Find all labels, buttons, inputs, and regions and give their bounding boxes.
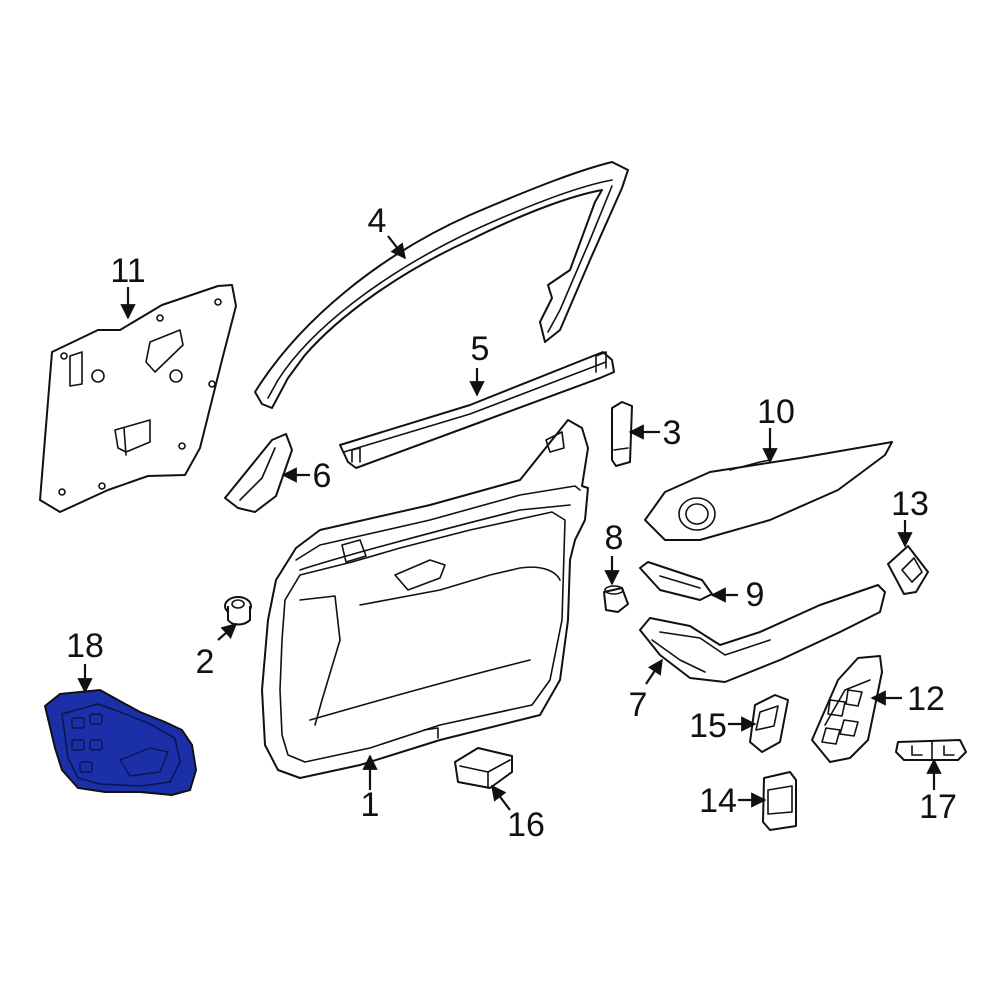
part-18-seat-switch[interactable] — [43, 688, 198, 797]
part-9-handle-bezel[interactable] — [639, 561, 713, 601]
part-15-switch[interactable] — [749, 694, 789, 753]
part-8-grommet[interactable] — [603, 585, 629, 613]
callout-5: 5 — [471, 330, 490, 368]
callout-11: 11 — [110, 252, 145, 290]
callout-labels: 11 4 5 3 6 10 13 8 9 7 12 15 14 17 16 1 … — [66, 202, 957, 844]
part-16-pocket[interactable] — [454, 747, 513, 789]
part-17-switch-strip[interactable] — [895, 739, 967, 761]
callout-18: 18 — [66, 627, 104, 665]
part-6-mirror-trim[interactable] — [224, 433, 293, 513]
callout-15: 15 — [689, 707, 727, 745]
part-5-beltline-molding[interactable] — [339, 351, 615, 469]
part-13-switch[interactable] — [887, 545, 929, 595]
callout-4: 4 — [368, 202, 387, 240]
callout-10: 10 — [757, 393, 795, 431]
callout-12: 12 — [907, 680, 945, 718]
part-10-upper-trim[interactable] — [644, 441, 893, 541]
callout-7: 7 — [629, 686, 648, 724]
callout-17: 17 — [919, 788, 957, 826]
callout-3: 3 — [663, 414, 682, 452]
part-11-door-insulator[interactable] — [39, 284, 237, 513]
part-3-trim-piece[interactable] — [611, 401, 633, 467]
callout-1: 1 — [361, 786, 380, 824]
callout-6: 6 — [313, 457, 332, 495]
callout-13: 13 — [891, 485, 929, 523]
part-2-clip[interactable] — [224, 596, 252, 626]
callout-8: 8 — [605, 519, 624, 557]
callout-9: 9 — [746, 576, 765, 614]
part-7-armrest[interactable] — [639, 584, 886, 683]
part-1-door-trim-panel[interactable] — [261, 419, 589, 779]
part-12-window-switch[interactable] — [811, 655, 883, 763]
callout-14: 14 — [699, 782, 737, 820]
part-14-switch[interactable] — [762, 771, 797, 831]
leader-lines — [77, 235, 942, 811]
callout-2: 2 — [196, 643, 215, 681]
callout-16: 16 — [507, 806, 545, 844]
